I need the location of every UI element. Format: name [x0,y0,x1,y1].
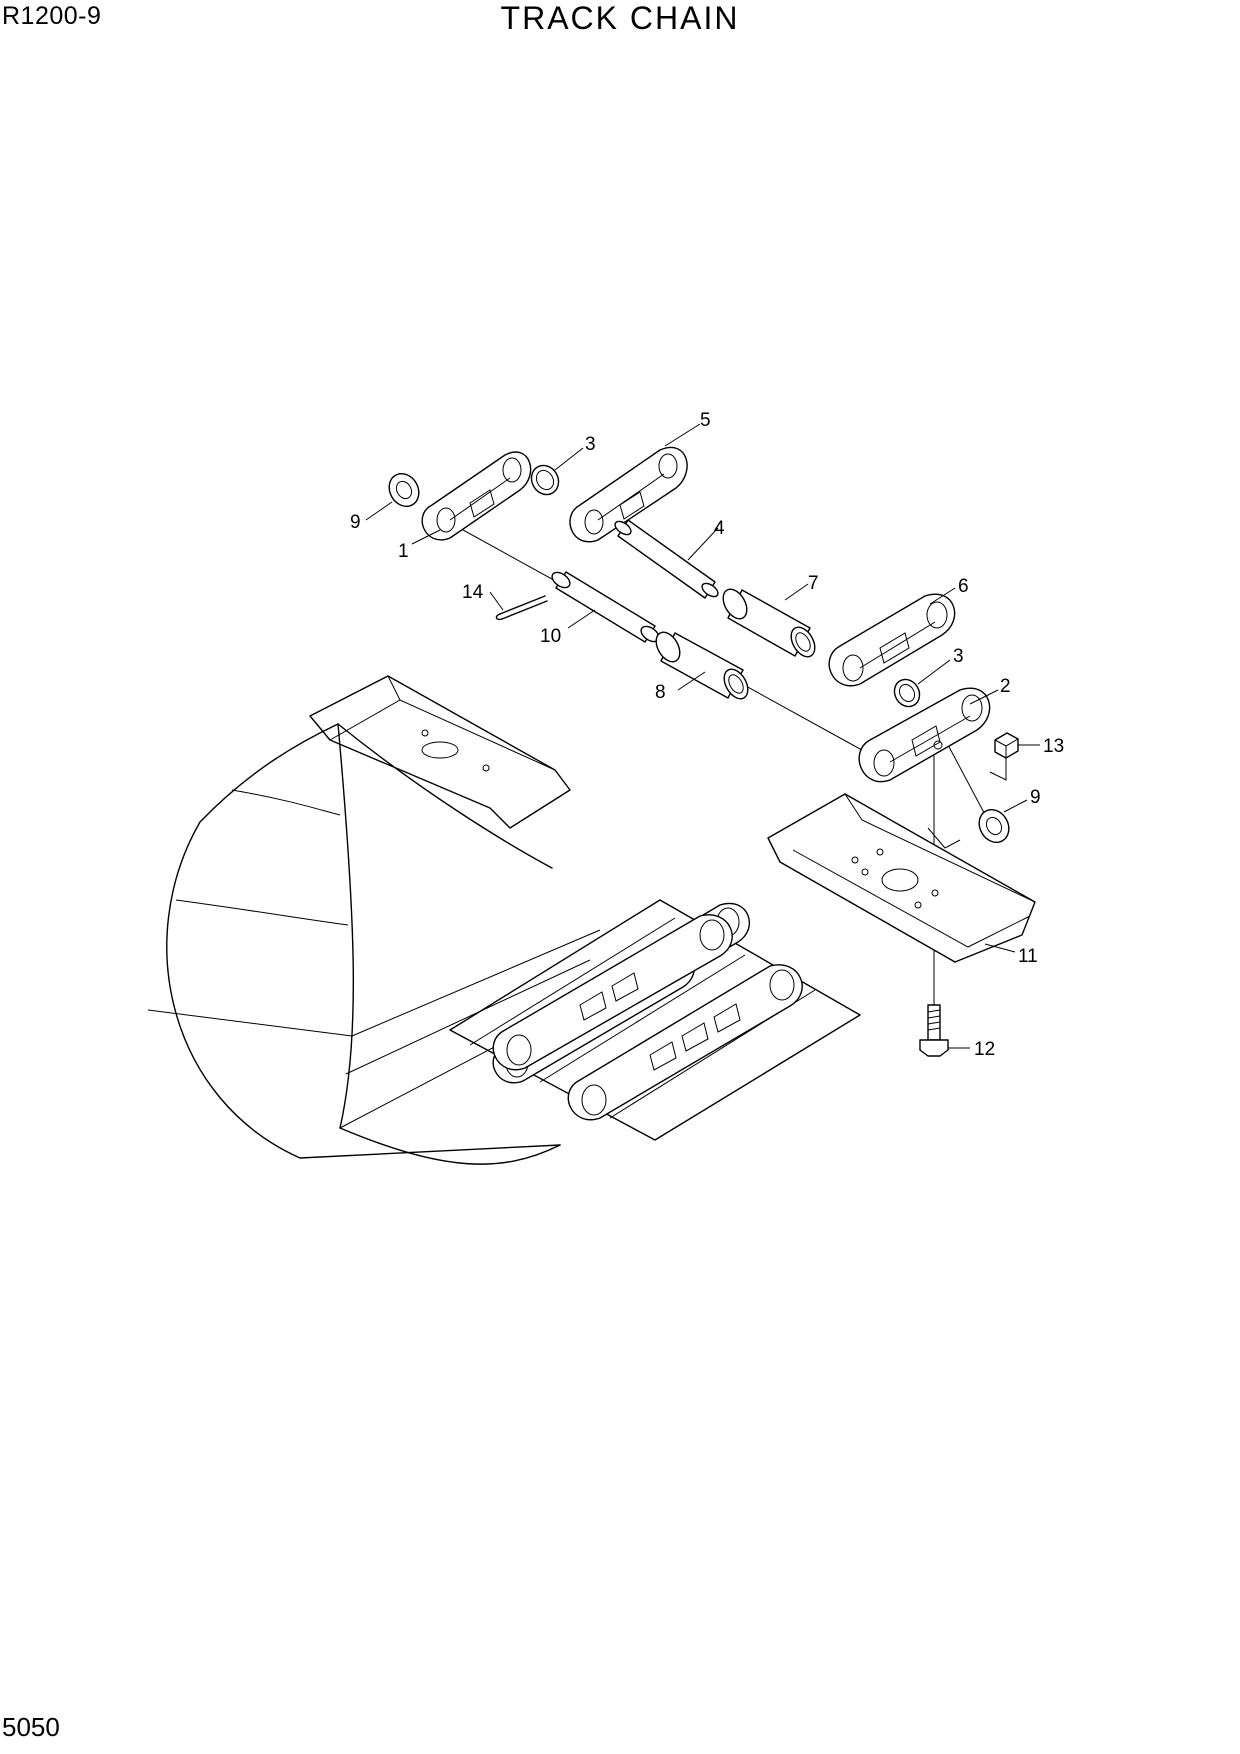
diagram-title: TRACK CHAIN [500,0,740,36]
part-3-ring-lower [893,678,921,708]
part-2-link [858,687,991,783]
callout-4: 4 [714,518,725,539]
callout-1: 1 [398,541,409,562]
callout-3-lower: 3 [953,646,964,667]
callout-14: 14 [462,582,484,603]
callout-5: 5 [700,410,711,431]
part-11-track-shoe [767,793,1036,963]
callout-13: 13 [1043,736,1064,757]
part-3-ring-upper [530,464,560,496]
part-7-bushing [722,588,816,658]
part-5-link [569,447,688,543]
callout-10: 10 [540,626,561,647]
callout-6: 6 [958,576,969,597]
part-9-washer-lower [978,808,1010,844]
assembled-link-front-a [567,964,803,1121]
callout-9-upper: 9 [350,512,361,533]
callout-3-upper: 3 [585,434,596,455]
callout-9-lower: 9 [1030,787,1041,808]
part-6-link [828,593,956,687]
callout-8: 8 [655,682,666,703]
part-1-link [421,451,532,541]
callout-12: 12 [974,1039,995,1060]
callout-leaders [365,423,1040,1049]
part-12-bolt [919,1004,949,1057]
track-shoe-belt [147,675,601,1165]
part-9-washer-upper [388,472,420,508]
callout-2: 2 [1000,676,1011,697]
assembled-chain [449,899,861,1141]
callout-7: 7 [808,573,819,594]
part-13-nut [989,732,1019,781]
assembled-link-front-b [492,914,733,1071]
part-10-master-pin [551,571,660,643]
part-8-bushing [655,631,749,700]
part-4-pin [614,519,719,599]
callout-11: 11 [1018,946,1038,967]
page-number: 5050 [2,1712,60,1742]
model-number: R1200-9 [2,2,102,30]
part-14-cotter-pin [495,595,548,621]
